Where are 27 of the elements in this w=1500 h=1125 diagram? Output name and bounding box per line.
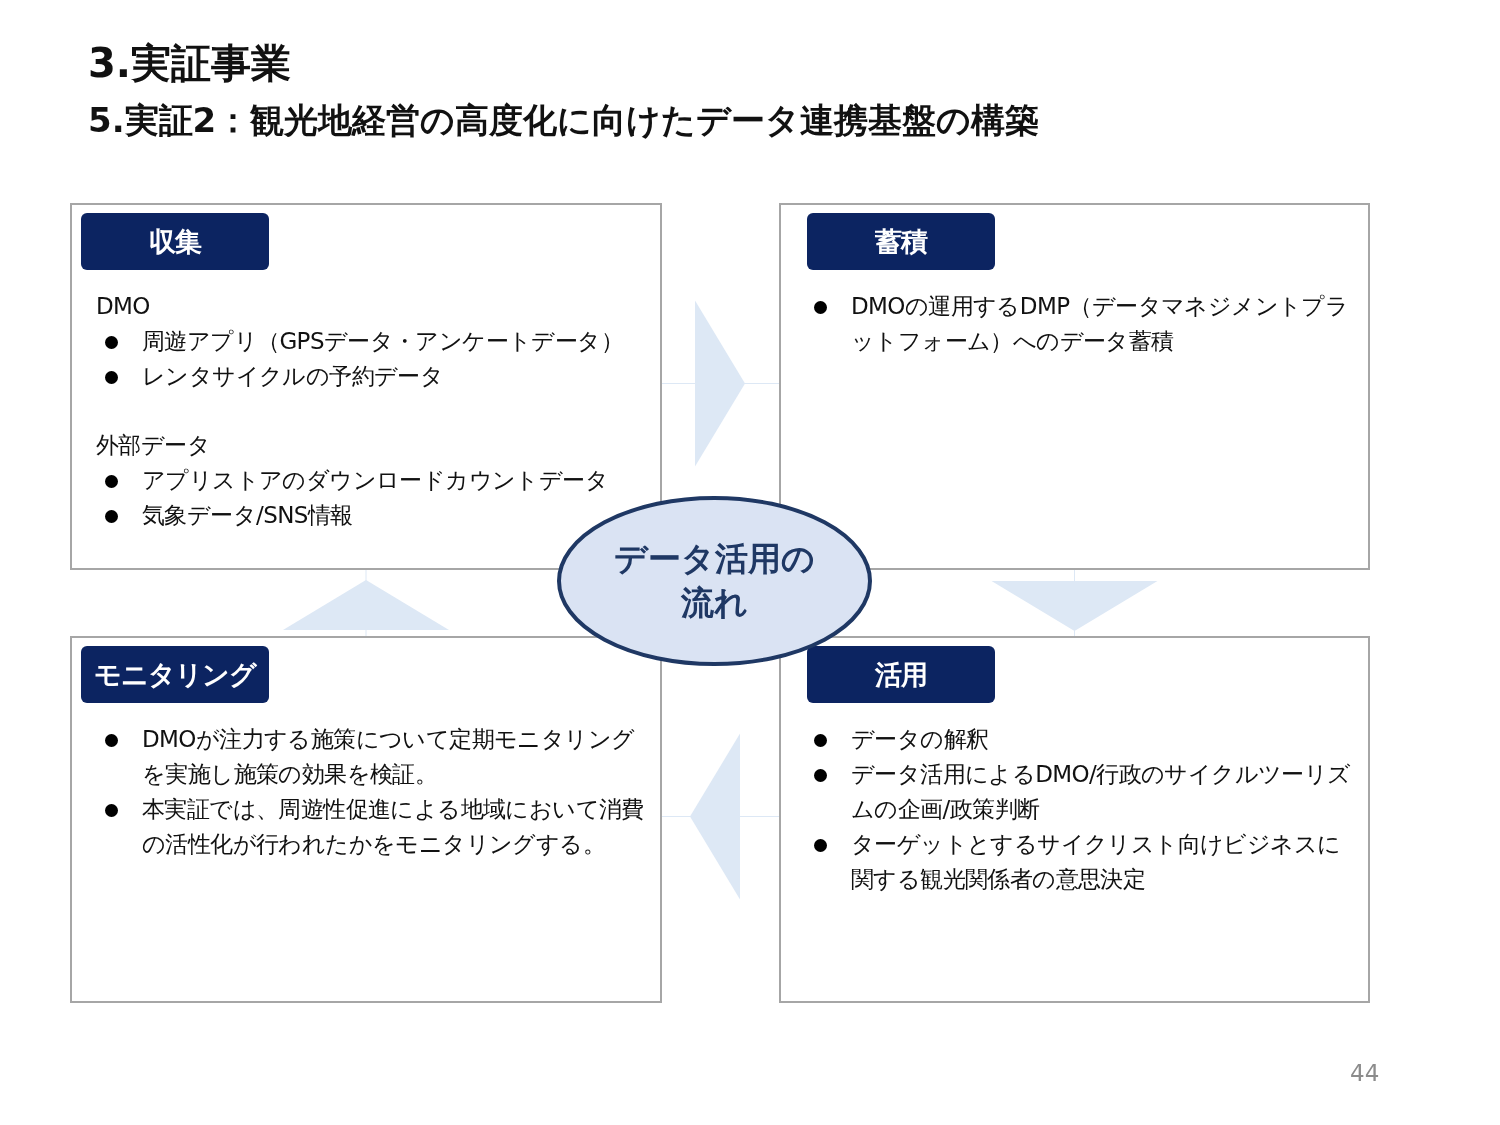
chevron-arrow bbox=[283, 569, 449, 637]
section-panel bbox=[779, 636, 1370, 1003]
section-label: モニタリング bbox=[81, 646, 269, 703]
section-label: 活用 bbox=[807, 646, 995, 703]
bullet-text: レンタサイクルの予約データ bbox=[142, 363, 444, 389]
bullet-text: 気象データ/SNS情報 bbox=[142, 502, 353, 528]
chevron-arrow bbox=[991, 569, 1158, 637]
page-title: 3.実証事業 bbox=[88, 39, 292, 88]
page-number: 44 bbox=[1350, 1060, 1380, 1086]
section-label: 蓄積 bbox=[807, 213, 995, 270]
bullet-text: ターゲットとするサイクリスト向けビジネスに関する観光関係者の意思決定 bbox=[851, 831, 1341, 892]
group-heading: DMO bbox=[96, 293, 150, 319]
bullet-text: アプリストアのダウンロードカウントデータ bbox=[142, 467, 608, 493]
center-ellipse bbox=[557, 496, 872, 666]
center-text: データ活用の流れ bbox=[613, 538, 816, 624]
bullet-text: DMOが注力する施策について定期モニタリングを実施し施策の効果を検証。 bbox=[142, 726, 635, 787]
chevron-arrow bbox=[661, 300, 780, 467]
page-subtitle: 5.実証2：観光地経営の高度化に向けたデータ連携基盤の構築 bbox=[88, 99, 1040, 142]
bullet-text: データの解釈 bbox=[851, 726, 989, 752]
group-heading: 外部データ bbox=[96, 432, 210, 458]
section-panel bbox=[70, 636, 662, 1003]
chevron-arrow bbox=[661, 733, 780, 900]
bullet-text: 本実証では、周遊性促進による地域において消費の活性化が行われたかをモニタリングする。 bbox=[142, 796, 644, 857]
bullet-text: 周遊アプリ（GPSデータ・アンケートデータ） bbox=[142, 328, 624, 354]
section-label: 収集 bbox=[81, 213, 269, 270]
bullet-text: DMOの運用するDMP（データマネジメントプラットフォーム）へのデータ蓄積 bbox=[851, 293, 1349, 354]
bullet-text: データ活用によるDMO/行政のサイクルツーリズムの企画/政策判断 bbox=[851, 761, 1351, 822]
